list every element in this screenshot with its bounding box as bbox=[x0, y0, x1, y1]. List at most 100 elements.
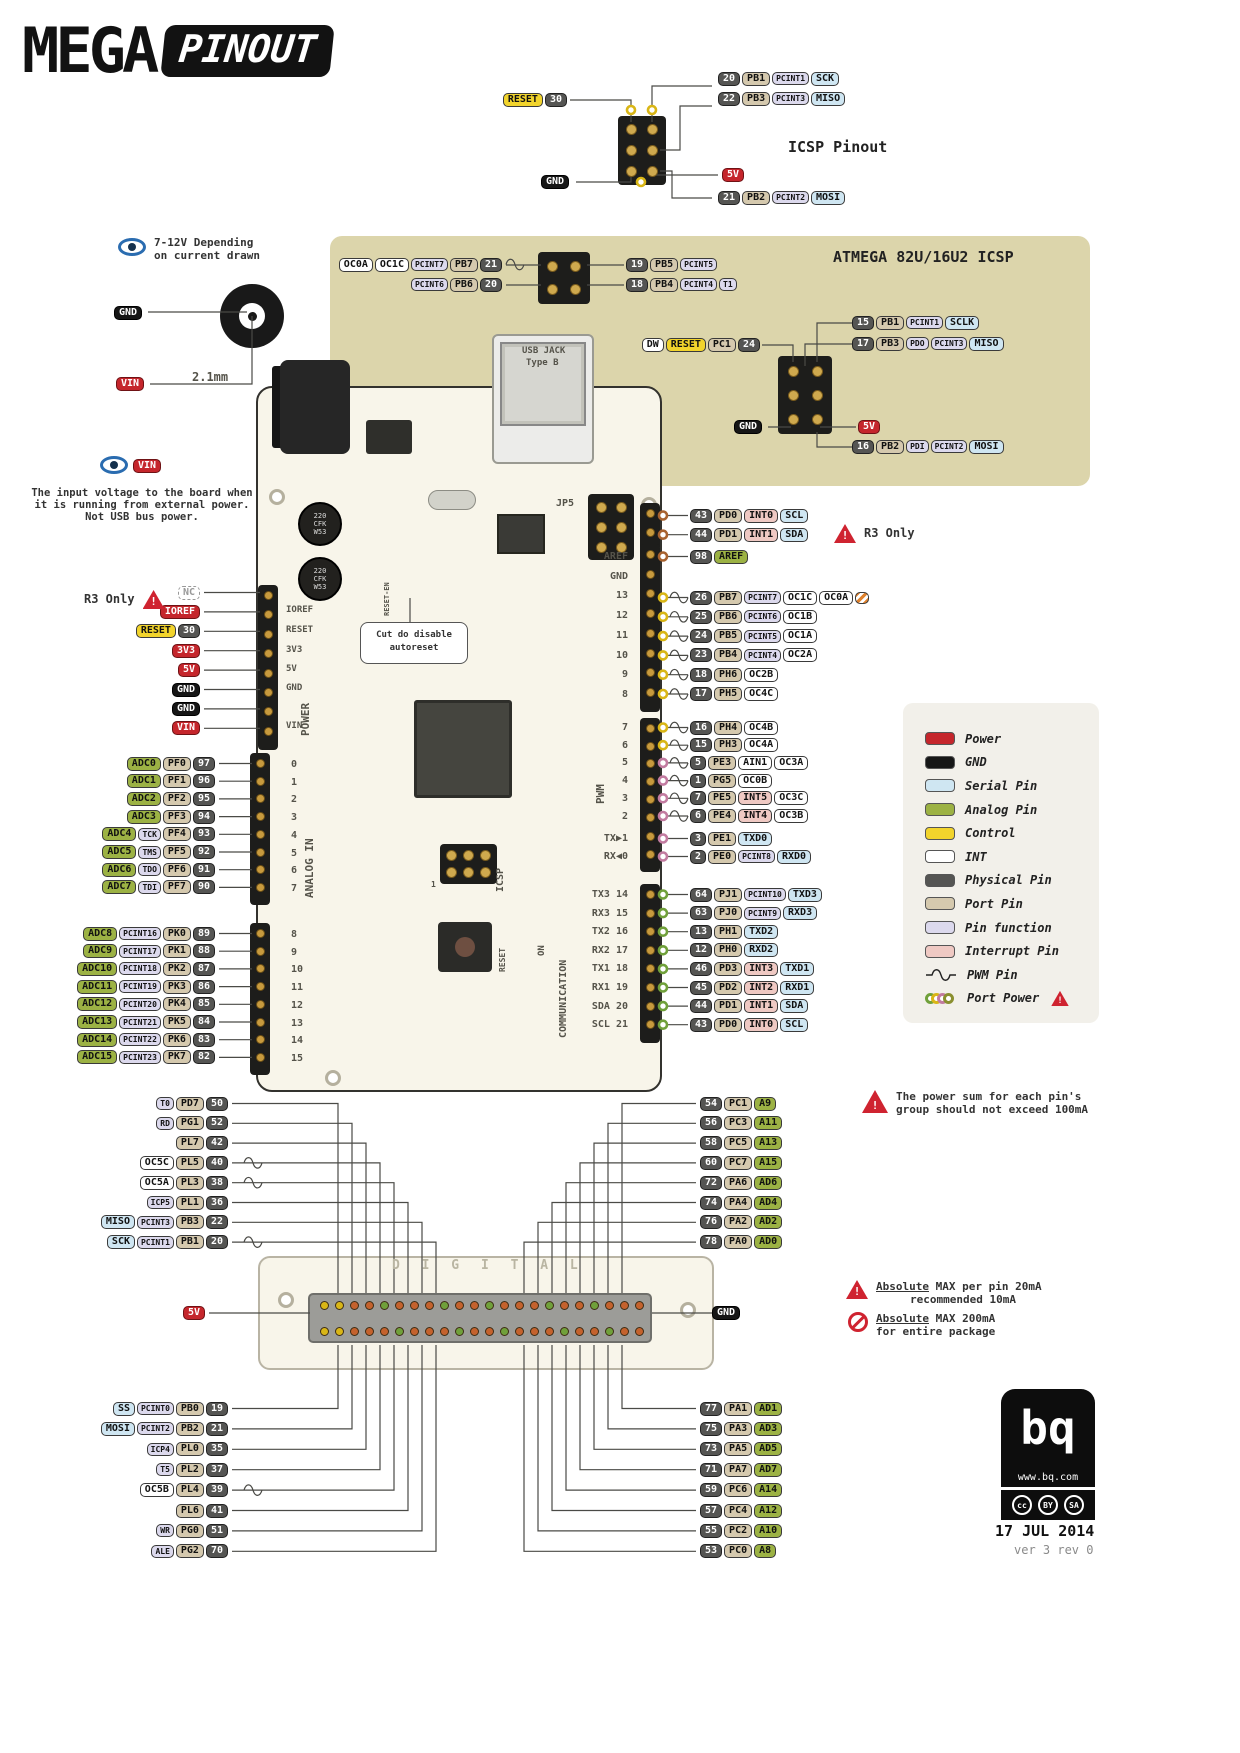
pin-badge-pcint4: PCINT4 bbox=[744, 648, 782, 662]
pin-badge-5v: 5V bbox=[177, 663, 200, 678]
legend-swatch-port bbox=[925, 897, 955, 911]
pin-badge-adc3: ADC3 bbox=[126, 809, 161, 824]
header-pin bbox=[645, 724, 655, 733]
pin-badge-gnd: GND bbox=[712, 1305, 741, 1320]
pin-badge-36: 36 bbox=[205, 1195, 228, 1210]
icsp-pin bbox=[647, 124, 658, 135]
board-pin-label-12: 12 bbox=[291, 999, 304, 1011]
pin-badge-pd0: PD0 bbox=[714, 508, 743, 523]
abs-max-pin-line2: recommended 10mA bbox=[910, 1293, 1016, 1306]
logo: MEGA PINOUT bbox=[22, 14, 336, 87]
pin-badge-oc4a: OC4A bbox=[744, 738, 779, 753]
board-pin-label-rx3-15: RX3 15 bbox=[591, 907, 628, 919]
board-label-reset-en: RESET-EN bbox=[383, 582, 391, 616]
legend-swatch-analog bbox=[925, 803, 955, 817]
pin-badge-pd7: PD7 bbox=[175, 1096, 204, 1111]
pin-badge-tms: TMS bbox=[138, 845, 161, 859]
bq-url-text: www.bq.com bbox=[1017, 1471, 1079, 1483]
pin-badge-5: 5 bbox=[690, 755, 707, 770]
pin-badge-94: 94 bbox=[192, 809, 215, 824]
warning-icon bbox=[834, 524, 856, 543]
pin-badge-85: 85 bbox=[192, 997, 215, 1012]
icsp-pin bbox=[811, 365, 823, 377]
pin-badge-pb5: PB5 bbox=[650, 257, 679, 272]
pin-badge-95: 95 bbox=[192, 791, 215, 806]
pin-badge-1: 1 bbox=[690, 773, 707, 788]
header-pin bbox=[263, 668, 273, 678]
connector-pin bbox=[470, 1326, 479, 1336]
connector-pin bbox=[575, 1326, 584, 1336]
autoreset-line1: Cut do disable bbox=[376, 630, 452, 640]
pin-badge-miso: MISO bbox=[969, 336, 1004, 351]
icsp-top-5v-row-0: 5V bbox=[722, 167, 745, 182]
pin-badge-pcint3: PCINT3 bbox=[930, 337, 968, 350]
header-pin bbox=[263, 707, 273, 717]
pin-badge-18: 18 bbox=[690, 667, 713, 682]
pin-badge-pk5: PK5 bbox=[162, 1015, 191, 1029]
warning-icon bbox=[846, 1280, 868, 1299]
connector-pin bbox=[455, 1300, 464, 1310]
legend-label-pwm: PWM Pin bbox=[967, 967, 1018, 982]
pin-badge-pb6: PB6 bbox=[714, 609, 743, 624]
cap-label: CFK bbox=[313, 575, 327, 583]
header-pin bbox=[645, 890, 655, 899]
board-pin-label-9: 9 bbox=[291, 946, 298, 958]
pin-badge-pj0: PJ0 bbox=[714, 906, 743, 921]
legend-swatch-intr bbox=[925, 944, 955, 958]
connector-pin bbox=[560, 1326, 569, 1336]
board-label-3v3: 3V3 bbox=[286, 645, 303, 655]
pin-badge-txd3: TXD3 bbox=[787, 887, 822, 902]
pin-badge-pcint7: PCINT7 bbox=[410, 258, 448, 271]
pin-badge-sck: SCK bbox=[811, 71, 840, 86]
pin-badge-ph5: PH5 bbox=[714, 687, 743, 701]
pin-badge-24: 24 bbox=[737, 337, 760, 352]
pin-badge-pc2: PC2 bbox=[724, 1523, 753, 1538]
pin-badge-17: 17 bbox=[690, 687, 713, 701]
icsp-pin bbox=[446, 850, 457, 861]
pin-badge-58: 58 bbox=[700, 1136, 723, 1151]
header-pin bbox=[255, 794, 265, 804]
vin-note-line2: it is running from external power. bbox=[34, 499, 250, 511]
pin-badge-43: 43 bbox=[690, 508, 713, 523]
header-pin bbox=[645, 648, 655, 658]
pin-badge-30: 30 bbox=[544, 92, 567, 107]
pin-badge-oc3a: OC3A bbox=[774, 755, 809, 770]
pin-badge-35: 35 bbox=[205, 1442, 228, 1457]
header-pin bbox=[645, 550, 655, 559]
pin-badge-pc1: PC1 bbox=[724, 1096, 753, 1111]
pin-badge-97: 97 bbox=[192, 756, 215, 771]
pin-badge-pc4: PC4 bbox=[724, 1503, 753, 1518]
conn-gnd-row-0: GND bbox=[712, 1305, 741, 1320]
pin-badge-ad5: AD5 bbox=[754, 1442, 783, 1457]
header-pin bbox=[645, 964, 655, 974]
board-pin-label-8: 8 bbox=[621, 688, 628, 700]
power-sum-line2: group should not exceed 100mA bbox=[896, 1103, 1089, 1116]
pin-badge-oc1c: OC1C bbox=[374, 257, 409, 272]
connector-pin bbox=[620, 1300, 629, 1310]
pin-badge-ad2: AD2 bbox=[754, 1215, 783, 1230]
pin-badge-oc5a: OC5A bbox=[139, 1175, 174, 1190]
legend-item-portpower: Port Power bbox=[925, 987, 1099, 1011]
header-pin bbox=[263, 688, 273, 697]
icsp-pin bbox=[615, 501, 627, 513]
pin-badge-miso: MISO bbox=[811, 91, 846, 106]
pin-badge-pcint2: PCINT2 bbox=[772, 191, 810, 204]
header-pin bbox=[645, 777, 655, 787]
header-pin bbox=[645, 908, 655, 918]
header-pin bbox=[255, 982, 265, 992]
cc-icon: cc bbox=[1012, 1495, 1032, 1515]
legend-label-power: Power bbox=[965, 731, 1002, 746]
board-label-analog-in: ANALOG IN bbox=[303, 838, 316, 898]
